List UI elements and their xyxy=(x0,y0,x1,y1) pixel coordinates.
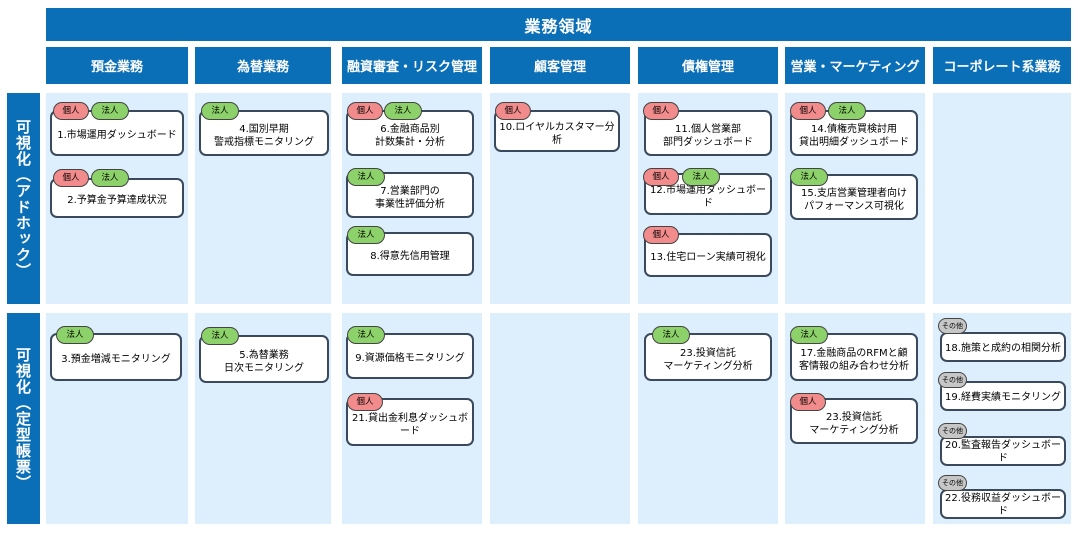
tag-kojin: 個人 xyxy=(643,102,679,120)
tag-hojin: 法人 xyxy=(384,102,422,120)
tag-kojin: 個人 xyxy=(347,102,383,120)
item-label: 13.住宅ローン実績可視化 xyxy=(650,252,766,263)
item-card: 5.為替業務 日次モニタリング xyxy=(199,335,329,383)
tag-hojin: 法人 xyxy=(91,102,129,120)
tag-hojin: 法人 xyxy=(347,326,385,344)
item-label: 1.市場運用ダッシュボード xyxy=(57,130,177,141)
item-label: 5.為替業務 日次モニタリング xyxy=(224,349,304,374)
column-header-exchange: 為替業務 xyxy=(195,47,331,84)
item-label: 10.ロイヤルカスタマー分析 xyxy=(499,121,615,146)
item-card: 23.投資信託 マーケティング分析 xyxy=(644,333,772,381)
item-label: 19.経費実績モニタリング xyxy=(945,391,1061,403)
item-label: 20.監査報告ダッシュボード xyxy=(945,440,1061,464)
item-label: 21.貸出金利息ダッシュボード xyxy=(352,412,468,437)
tag-sonota: その他 xyxy=(938,423,967,439)
tag-sonota: その他 xyxy=(938,318,967,334)
tag-kojin: 個人 xyxy=(53,169,89,187)
item-label: 14.債権売買検討用 貸出明細ダッシュボード xyxy=(799,123,909,148)
tag-kojin: 個人 xyxy=(643,226,679,244)
tag-kojin: 個人 xyxy=(643,168,679,186)
item-label: 23.投資信託 マーケティング分析 xyxy=(663,347,753,372)
tag-hojin: 法人 xyxy=(347,168,385,186)
tag-kojin: 個人 xyxy=(495,102,531,120)
item-card: 13.住宅ローン実績可視化 xyxy=(644,233,772,277)
column-header-corporate: コーポレート系業務 xyxy=(933,47,1071,84)
item-label: 15.支店営業管理者向け パフォーマンス可視化 xyxy=(801,187,907,212)
item-label: 8.得意先信用管理 xyxy=(370,251,450,262)
tag-hojin: 法人 xyxy=(790,168,828,186)
column-header-credit: 債権管理 xyxy=(638,47,778,84)
tag-hojin: 法人 xyxy=(347,226,385,244)
tag-hojin: 法人 xyxy=(201,327,239,345)
tag-hojin: 法人 xyxy=(201,102,239,120)
row-header-adhoc: 可視化（アドホック） xyxy=(7,93,40,304)
tag-hojin: 法人 xyxy=(56,326,94,344)
item-card: 20.監査報告ダッシュボード xyxy=(940,436,1066,466)
tag-kojin: 個人 xyxy=(53,102,89,120)
item-label: 4.国別早期 警戒指標モニタリング xyxy=(214,123,314,148)
column-header-loan-review: 融資審査・リスク管理 xyxy=(342,47,482,84)
item-label: 6.金融商品別 計数集計・分析 xyxy=(375,123,445,148)
tag-hojin: 法人 xyxy=(828,102,866,120)
item-label: 22.役務収益ダッシュボード xyxy=(945,493,1061,517)
item-label: 3.預金増減モニタリング xyxy=(61,354,171,365)
item-label: 23.投資信託 マーケティング分析 xyxy=(809,411,899,436)
tag-kojin: 個人 xyxy=(347,393,383,411)
tag-hojin: 法人 xyxy=(652,326,690,344)
item-card: 22.役務収益ダッシュボード xyxy=(940,489,1066,519)
item-label: 12.市場運用ダッシュボード xyxy=(650,184,766,209)
tag-hojin: 法人 xyxy=(790,326,828,344)
item-card: 18.施策と成約の相関分析 xyxy=(940,332,1066,362)
column-header-sales: 営業・マーケティング xyxy=(785,47,925,84)
item-label: 11.個人営業部 部門ダッシュボード xyxy=(663,123,753,148)
item-label: 7.営業部門の 事業性評価分析 xyxy=(375,185,445,210)
row-header-standard: 可視化（定型帳票） xyxy=(7,313,40,524)
diagram-title: 業務領域 xyxy=(46,8,1071,41)
tag-kojin: 個人 xyxy=(790,393,826,411)
column-header-customer: 顧客管理 xyxy=(490,47,630,84)
item-label: 17.金融商品のRFMと顧 客情報の組み合わせ分析 xyxy=(799,347,909,372)
column-header-deposits: 預金業務 xyxy=(46,47,188,84)
cell xyxy=(490,313,630,524)
item-label: 2.予算金予算達成状況 xyxy=(67,195,167,206)
item-label: 18.施策と成約の相関分析 xyxy=(945,342,1061,354)
tag-sonota: その他 xyxy=(938,475,967,491)
tag-hojin: 法人 xyxy=(91,169,129,187)
tag-hojin: 法人 xyxy=(682,168,720,186)
tag-sonota: その他 xyxy=(938,372,967,388)
tag-kojin: 個人 xyxy=(790,102,826,120)
item-label: 9.資源価格モニタリング xyxy=(355,353,465,364)
cell xyxy=(933,93,1071,304)
